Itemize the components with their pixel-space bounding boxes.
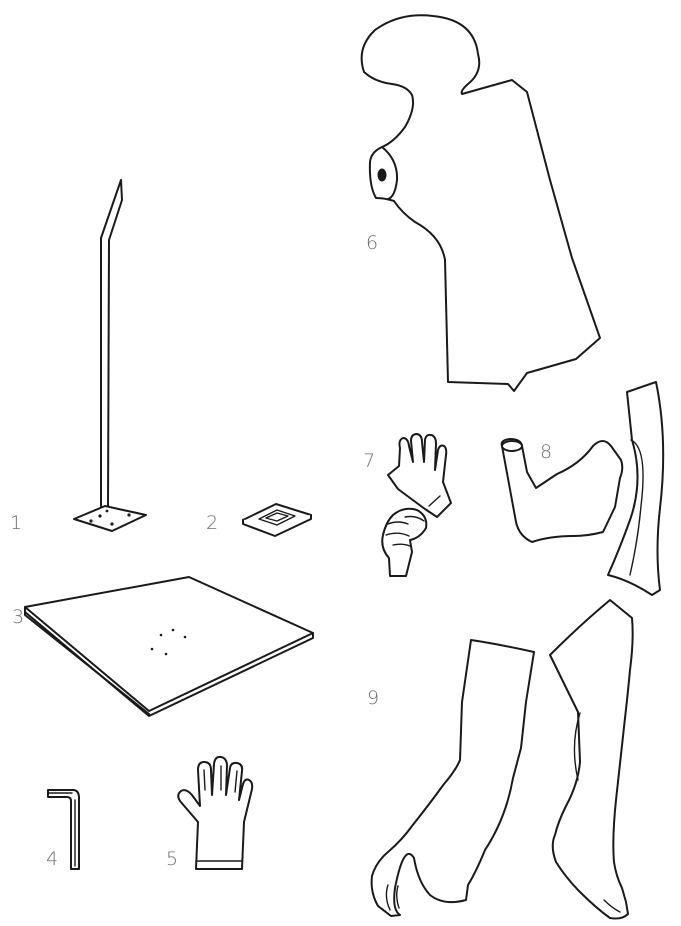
hands-icon — [382, 434, 451, 576]
part-label-1: 1 — [10, 514, 22, 533]
legs-icon — [372, 600, 633, 919]
mount-plate-icon — [243, 504, 311, 536]
glove-icon — [178, 757, 252, 869]
part-label-8: 8 — [540, 443, 552, 462]
part-label-4: 4 — [46, 850, 58, 869]
part-label-9: 9 — [367, 689, 379, 708]
part-label-7: 7 — [363, 452, 375, 471]
arms-icon — [502, 382, 664, 595]
part-label-2: 2 — [206, 514, 218, 533]
part-label-3: 3 — [12, 608, 24, 627]
torso-icon — [362, 15, 600, 391]
base-board-icon — [25, 577, 313, 716]
stand-pole-icon — [74, 180, 146, 531]
part-label-5: 5 — [166, 850, 178, 869]
part-label-6: 6 — [366, 234, 378, 253]
